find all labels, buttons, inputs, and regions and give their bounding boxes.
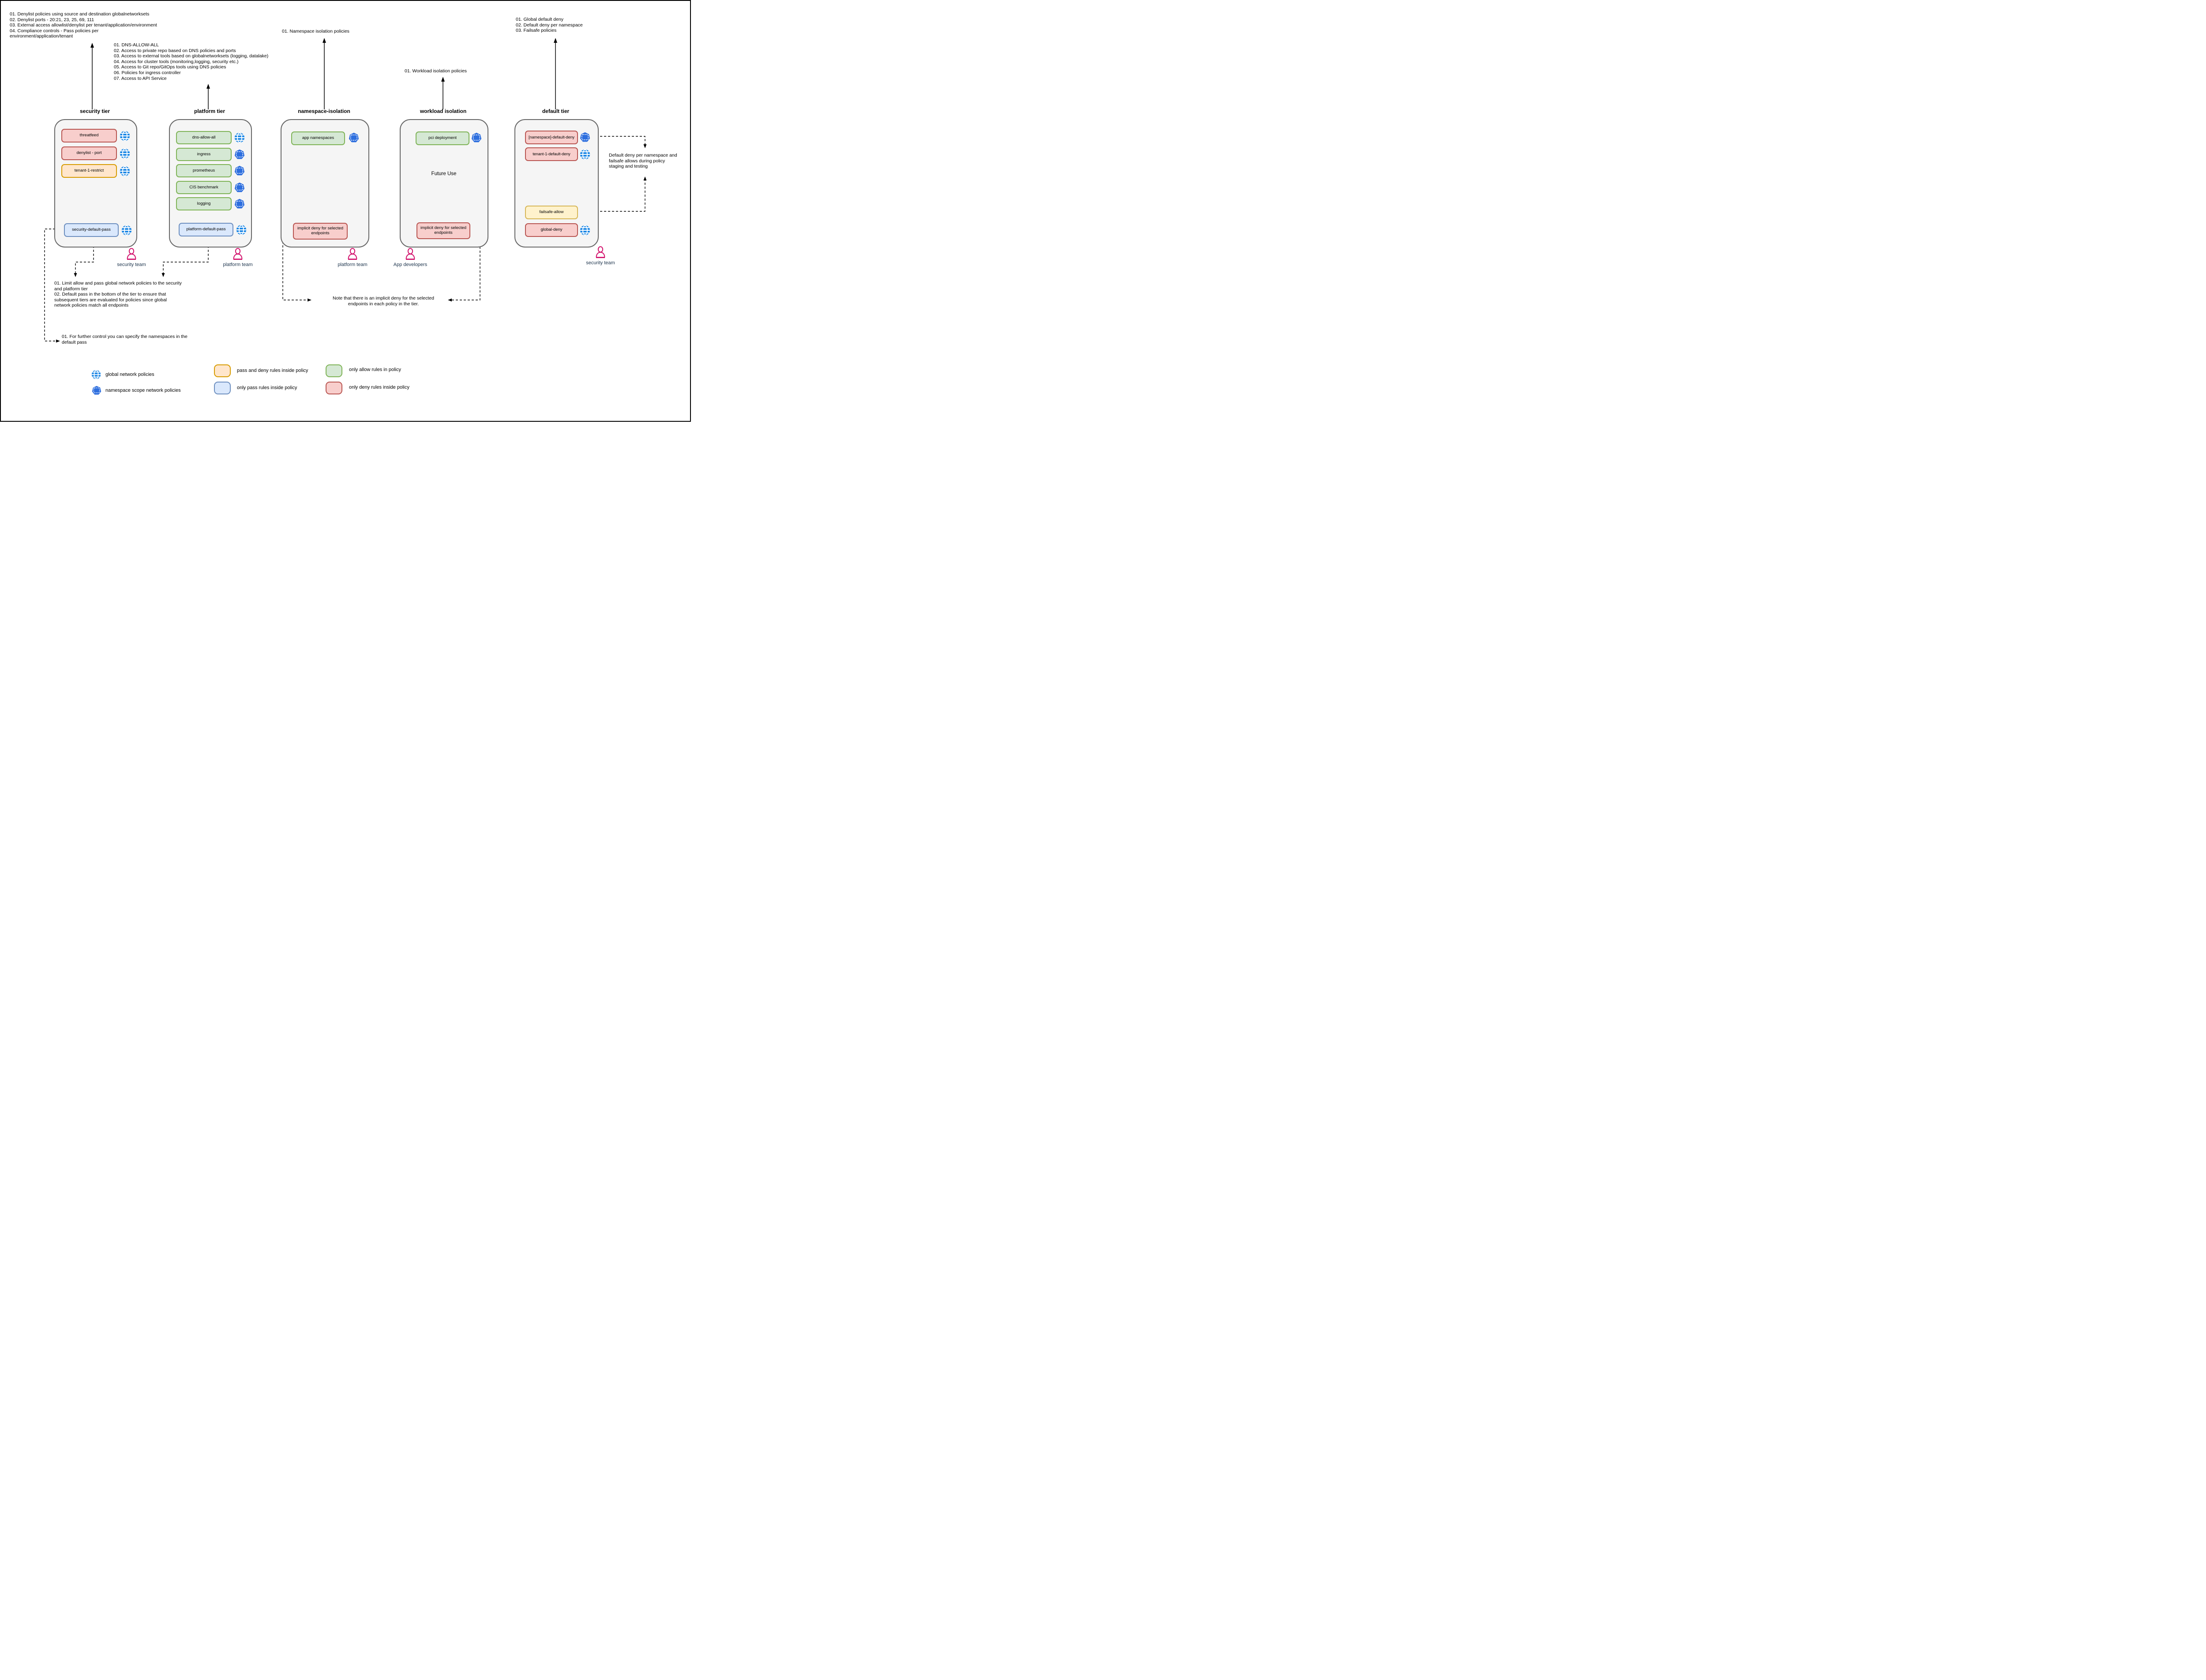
namespace-heptagon-icon xyxy=(234,149,245,160)
team-label: security team xyxy=(117,262,146,267)
legend-swatch-pass-only xyxy=(214,382,231,394)
person-icon xyxy=(347,248,358,260)
legend-deny-only-label: only deny rules inside policy xyxy=(349,385,409,390)
policy-logging: logging xyxy=(176,197,232,210)
team-security-left: security team xyxy=(114,248,149,267)
policy-ingress: ingress xyxy=(176,148,232,161)
tier-title-default: default tier xyxy=(542,108,570,114)
namespace-heptagon-icon xyxy=(234,199,245,209)
policy-failsafe-allow: failsafe-allow xyxy=(525,206,578,219)
team-app-developers: App developers xyxy=(390,248,430,267)
team-label: platform team xyxy=(223,262,253,267)
person-icon xyxy=(232,248,244,260)
namespace-heptagon-icon xyxy=(234,165,245,176)
diagram-canvas: 01. Denylist policies using source and d… xyxy=(0,0,691,422)
policy-prometheus: prometheus xyxy=(176,164,232,177)
tier-title-namespace-isolation: namespace-isolation xyxy=(298,108,350,114)
tier-box-namespace-isolation: app namespaces implicit deny for selecte… xyxy=(281,119,369,248)
policy-security-default-pass: security-default-pass xyxy=(64,223,119,237)
policy-tenant-1-restrict: tenant-1-restrict xyxy=(61,164,117,178)
globe-icon xyxy=(121,225,132,236)
policy-threatfeed: threatfeed xyxy=(61,129,117,142)
tier-title-security: security tier xyxy=(79,108,110,114)
globe-icon xyxy=(580,149,590,160)
legend-pass-only-label: only pass rules inside policy xyxy=(237,385,297,390)
policy-pci-deployment: pci deployment xyxy=(416,131,469,145)
annotation-implicit-deny-note: Note that there is an implicit deny for … xyxy=(333,296,434,307)
legend-namespace-policies: namespace scope network policies xyxy=(105,388,181,393)
tier-box-security: threatfeed denylist - port tenant-1-rest… xyxy=(54,119,137,248)
tier-box-workload-isolation: pci deployment Future Use implicit deny … xyxy=(400,119,488,248)
team-platform-left: platform team xyxy=(220,248,255,267)
person-icon xyxy=(405,248,416,260)
annotation-further-control: 01. For further control you can specify … xyxy=(62,334,188,345)
legend-global-policies: global network policies xyxy=(105,372,154,377)
annotation-default-deny-failsafe: Default deny per namespace and failsafe … xyxy=(609,153,677,169)
future-use-label: Future Use xyxy=(431,171,457,176)
namespace-heptagon-icon xyxy=(349,132,359,143)
legend-allow-only-label: only allow rules in policy xyxy=(349,367,401,372)
annotation-default-tier-notes: 01. Global default deny 02. Default deny… xyxy=(516,17,583,34)
policy-app-namespaces: app namespaces xyxy=(291,131,345,145)
policy-implicit-deny-namespace: implicit deny for selected endpoints xyxy=(293,223,348,240)
team-label: App developers xyxy=(393,262,428,267)
namespace-heptagon-icon xyxy=(471,132,482,143)
tier-title-platform: platform tier xyxy=(194,108,225,114)
legend-swatch-deny-only xyxy=(326,382,342,394)
team-security-right: security team xyxy=(581,246,620,266)
team-platform-mid: platform team xyxy=(335,248,370,267)
legend-pass-deny-label: pass and deny rules inside policy xyxy=(237,368,308,373)
person-icon xyxy=(595,246,606,259)
team-label: platform team xyxy=(338,262,368,267)
legend-swatch-allow-only xyxy=(326,364,342,377)
annotation-platform-tier-notes: 01. DNS-ALLOW-ALL 02. Access to private … xyxy=(114,42,269,81)
team-label: security team xyxy=(586,260,615,266)
policy-tenant-1-default-deny: tenant-1-default-deny xyxy=(525,147,578,161)
policy-cis-benchmark: CIS benchmark xyxy=(176,181,232,194)
policy-platform-default-pass: platform-default-pass xyxy=(179,223,233,236)
tier-title-workload-isolation: workload isolation xyxy=(420,108,467,114)
globe-icon xyxy=(120,131,130,141)
policy-dns-allow-all: dns-allow-all xyxy=(176,131,232,144)
annotation-namespace-isolation-note: 01. Namespace isolation policies xyxy=(282,29,349,34)
tier-box-default: [namespace]-default-deny tenant-1-defaul… xyxy=(514,119,599,248)
person-icon xyxy=(126,248,137,260)
legend-swatch-pass-deny xyxy=(214,364,231,377)
policy-denylist-port: denylist - port xyxy=(61,146,117,160)
globe-icon xyxy=(580,225,590,236)
globe-icon xyxy=(120,166,130,176)
tier-box-platform: dns-allow-all ingress prometheus CIS ben… xyxy=(169,119,252,248)
globe-icon xyxy=(234,132,245,143)
policy-implicit-deny-workload: implicit deny for selected endpoints xyxy=(416,222,470,239)
policy-namespace-default-deny: [namespace]-default-deny xyxy=(525,131,578,144)
namespace-heptagon-icon xyxy=(234,182,245,193)
annotation-security-tier-notes: 01. Denylist policies using source and d… xyxy=(10,11,157,39)
globe-icon xyxy=(236,225,247,235)
globe-icon xyxy=(120,148,130,159)
namespace-heptagon-icon xyxy=(580,132,590,142)
annotation-workload-isolation-note: 01. Workload isolation policies xyxy=(405,68,467,74)
annotation-limit-allow-pass: 01. Limit allow and pass global network … xyxy=(54,281,182,308)
globe-icon xyxy=(91,370,101,379)
namespace-heptagon-icon xyxy=(92,386,101,395)
policy-global-deny: global-deny xyxy=(525,223,578,237)
